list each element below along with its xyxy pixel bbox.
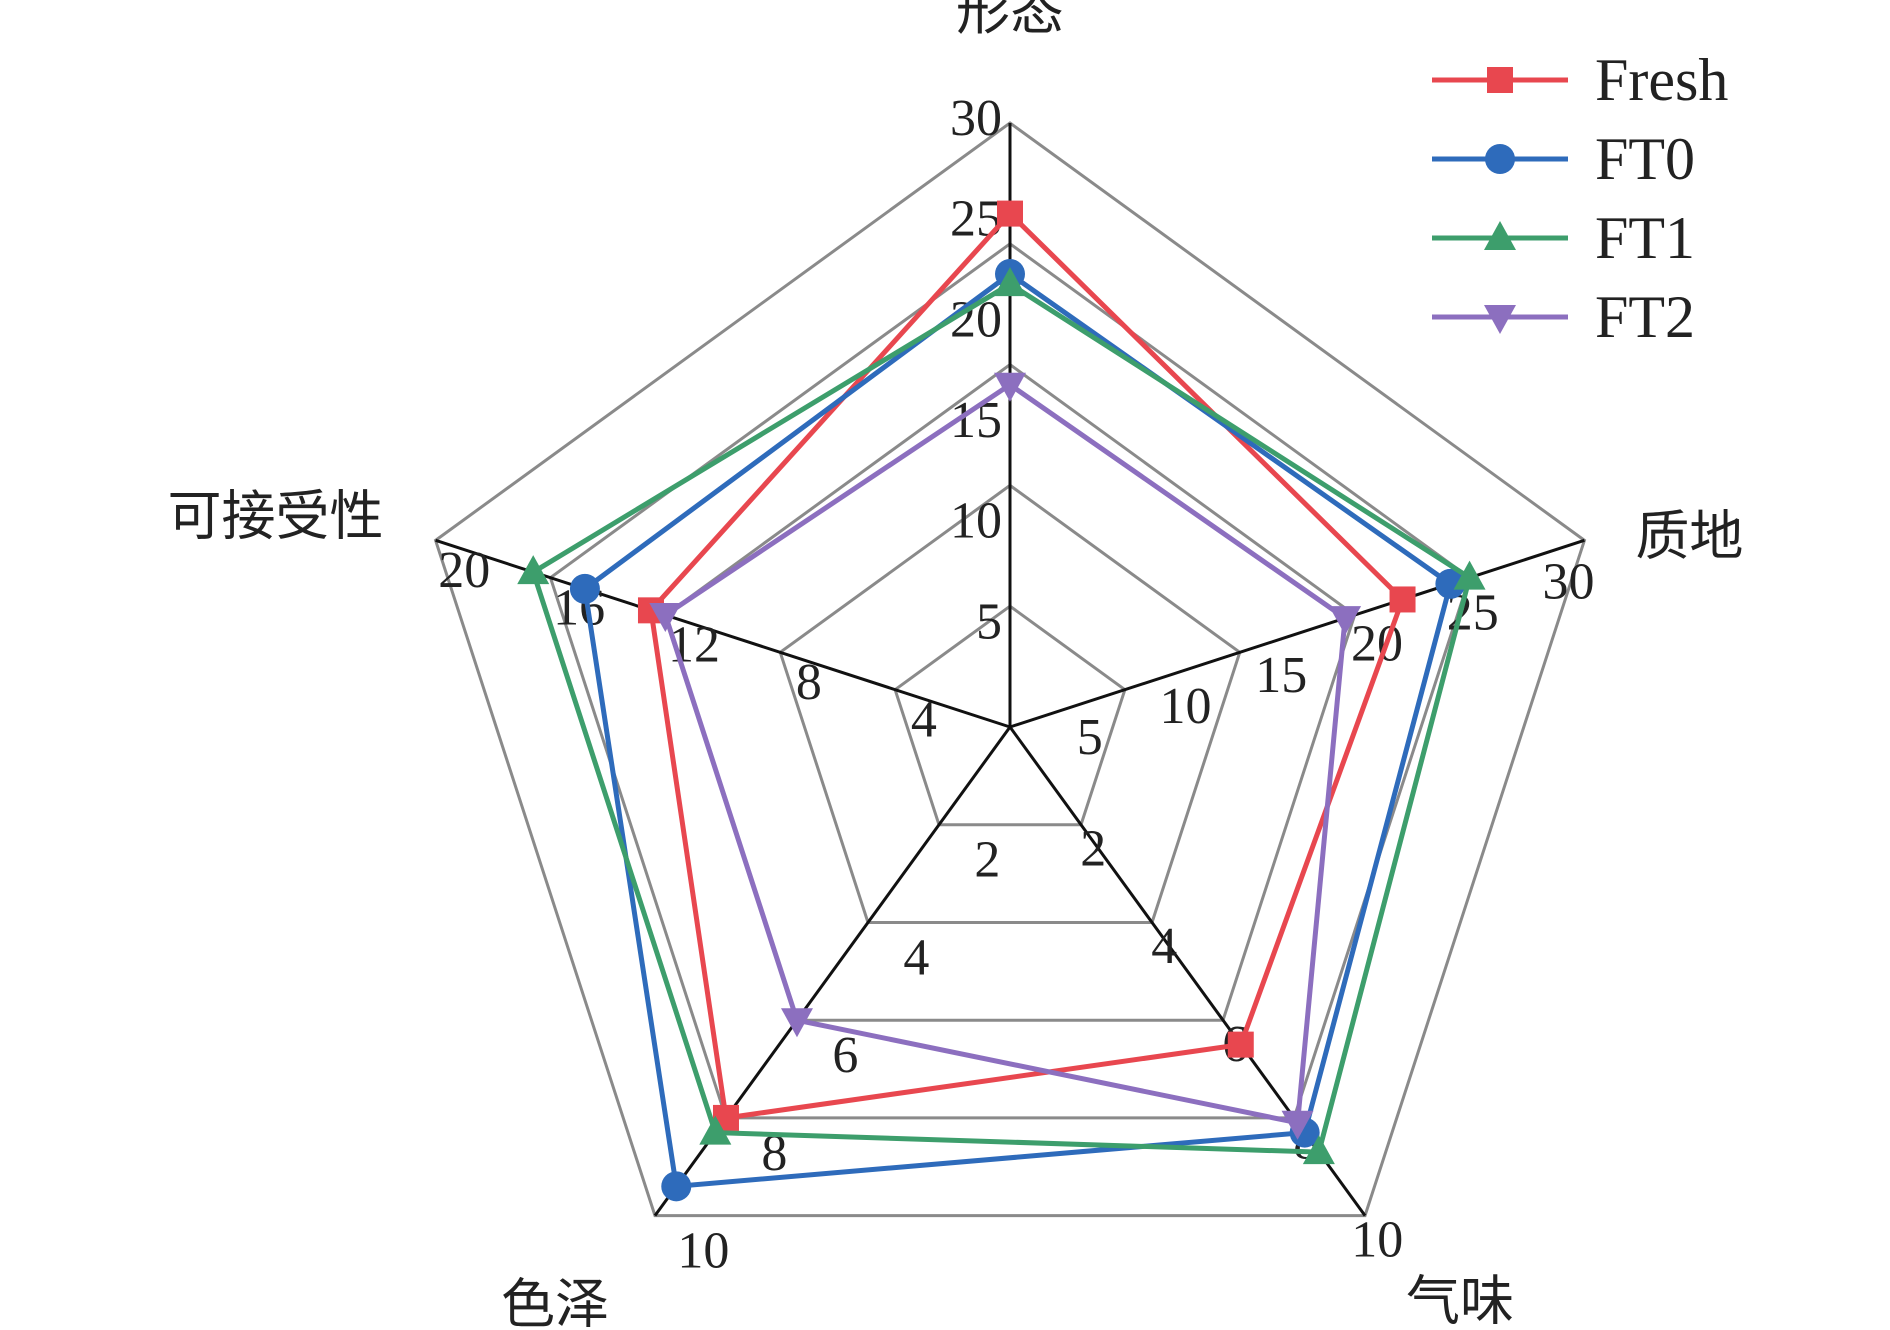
series-ft2 xyxy=(649,372,1362,1140)
data-point-ft2 xyxy=(1281,1110,1314,1140)
legend-label: FT0 xyxy=(1595,126,1695,192)
tick-label: 6 xyxy=(832,1027,858,1084)
legend-marker xyxy=(1484,221,1516,250)
legend-item-ft2: FT2 xyxy=(1432,284,1695,350)
legend-item-ft0: FT0 xyxy=(1432,126,1695,192)
tick-label: 15 xyxy=(1255,647,1307,704)
legend-label: FT2 xyxy=(1595,284,1695,350)
grid-ring-2 xyxy=(778,483,1242,924)
series-line-ft2 xyxy=(662,381,1348,1126)
data-point-ft1 xyxy=(1302,1135,1335,1165)
tick-label: 30 xyxy=(1543,553,1595,610)
grid-ring-4 xyxy=(548,241,1472,1120)
data-point-ft2 xyxy=(1329,606,1362,636)
tick-label: 5 xyxy=(1077,709,1103,766)
data-point-ft0 xyxy=(1435,568,1466,599)
data-point-ft1 xyxy=(699,1115,732,1145)
legend-item-fresh: Fresh xyxy=(1432,47,1728,113)
tick-label: 25 xyxy=(950,191,1002,248)
tick-label: 2 xyxy=(1080,820,1106,877)
data-point-ft0 xyxy=(569,573,600,604)
data-point-ft0 xyxy=(661,1171,692,1202)
axis-title: 色泽 xyxy=(501,1273,609,1330)
grid-ring-1 xyxy=(893,604,1127,827)
data-point-ft2 xyxy=(649,603,682,633)
data-point-ft2 xyxy=(780,1008,813,1038)
tick-label: 4 xyxy=(911,691,937,748)
tick-label: 30 xyxy=(950,90,1002,147)
tick-label: 10 xyxy=(1160,678,1212,735)
series-ft1 xyxy=(517,267,1486,1165)
legend-marker xyxy=(1487,67,1513,93)
series-line-ft0 xyxy=(582,270,1454,1190)
data-point-ft1 xyxy=(994,267,1026,297)
tick-label: 10 xyxy=(677,1223,729,1280)
data-point-fresh xyxy=(1389,586,1416,613)
tick-label: 4 xyxy=(903,929,929,986)
series-group xyxy=(517,200,1486,1202)
tick-label: 10 xyxy=(950,493,1002,550)
axis-title: 气味 xyxy=(1406,1270,1514,1330)
tick-label: 20 xyxy=(438,542,490,599)
grid-rings xyxy=(433,121,1587,1218)
data-point-ft1 xyxy=(1453,560,1486,590)
data-point-fresh xyxy=(1227,1031,1254,1058)
legend-marker xyxy=(1484,305,1516,334)
series-line-fresh xyxy=(648,209,1406,1121)
axis-title: 可接受性 xyxy=(168,484,384,547)
series-fresh xyxy=(637,200,1416,1131)
tick-label: 10 xyxy=(1351,1211,1403,1268)
axis-title: 形态 xyxy=(956,0,1064,42)
tick-label: 2 xyxy=(974,832,1000,889)
legend-item-ft1: FT1 xyxy=(1432,205,1695,271)
data-point-fresh xyxy=(997,200,1023,227)
tick-label: 4 xyxy=(1151,918,1177,975)
series-line-ft1 xyxy=(530,281,1473,1155)
data-point-ft2 xyxy=(994,372,1026,402)
tick-label: 8 xyxy=(796,654,822,711)
data-point-ft1 xyxy=(517,555,550,585)
legend-marker xyxy=(1485,144,1515,174)
grid-ring-3 xyxy=(663,362,1357,1022)
grid-ring-5 xyxy=(433,121,1587,1218)
spoke-2 xyxy=(1009,538,1585,729)
legend-label: Fresh xyxy=(1595,47,1728,113)
axis-title: 质地 xyxy=(1635,504,1743,567)
legend-label: FT1 xyxy=(1595,205,1695,271)
tick-label: 5 xyxy=(976,593,1002,650)
